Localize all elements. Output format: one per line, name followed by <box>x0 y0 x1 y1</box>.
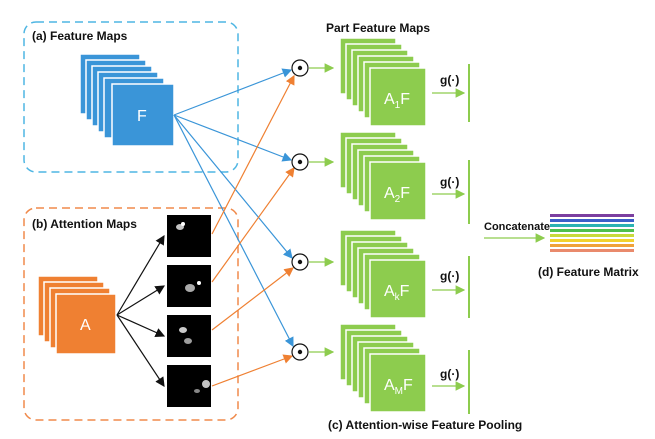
operator-3 <box>291 253 309 271</box>
pooling-label-2: g(·) <box>440 175 459 189</box>
feature-matrix-row-2 <box>550 219 634 222</box>
pooling-label-1: g(·) <box>440 73 459 87</box>
feature-map-letter: F <box>137 108 147 125</box>
svg-text:A1F: A1F <box>384 91 410 111</box>
pooling-4: g(·) <box>432 350 470 414</box>
part-feature-label-1-tail: F <box>400 91 410 108</box>
part-feature-label-4-tail: F <box>403 377 413 394</box>
part-feature-stack-2: A2F <box>339 131 427 221</box>
part-feature-label-3-tail: F <box>400 283 410 300</box>
part-arrows <box>309 63 335 357</box>
feature-matrix-row-7 <box>550 244 634 247</box>
part-feature-label-1-sub: 1 <box>395 100 401 111</box>
pooling-3: g(·) <box>432 256 470 318</box>
feature-maps-box <box>23 21 239 173</box>
pooling-label-3: g(·) <box>440 269 459 283</box>
part-feature-label-2-tail: F <box>400 185 410 202</box>
feature-maps-label: (a) Feature Maps <box>32 29 128 43</box>
part-feature-stack-1: A1F <box>339 37 427 127</box>
attention-thumbnail-3 <box>167 315 211 357</box>
feature-arrows <box>173 68 294 348</box>
part-feature-label-3-sub: k <box>395 292 401 303</box>
feature-matrix-row-8 <box>550 249 634 252</box>
part-feature-stack-4: AMF <box>339 323 427 413</box>
pooling-label-4: g(·) <box>440 367 459 381</box>
part-feature-maps-label: Part Feature Maps <box>326 21 430 35</box>
svg-text:AMF: AMF <box>384 377 413 397</box>
svg-text:AkF: AkF <box>384 283 410 303</box>
part-feature-label-2-main: A <box>384 185 395 202</box>
attention-maps-box <box>23 207 239 421</box>
operator-1 <box>291 59 309 77</box>
svg-text:A2F: A2F <box>384 185 410 205</box>
feature-matrix <box>550 214 634 252</box>
part-feature-label-4-main: A <box>384 377 395 394</box>
attention-maps-label: (b) Attention Maps <box>32 217 137 231</box>
part-feature-label-1-main: A <box>384 91 395 108</box>
attention-map-stack: A <box>37 275 117 355</box>
attention-arrows <box>211 74 295 387</box>
split-arrows <box>116 234 166 388</box>
attention-thumbnails <box>167 215 211 407</box>
operator-4 <box>291 343 309 361</box>
feature-matrix-row-1 <box>550 214 634 217</box>
part-feature-label-4-sub: M <box>395 386 403 397</box>
feature-matrix-row-5 <box>550 234 634 237</box>
pooling-1: g(·) <box>432 64 470 122</box>
attention-map-letter: A <box>80 317 91 334</box>
operator-2 <box>291 153 309 171</box>
pooling-2: g(·) <box>432 160 470 224</box>
part-feature-label-2-sub: 2 <box>395 194 401 205</box>
part-feature-stack-3: AkF <box>339 229 427 319</box>
feature-matrix-row-3 <box>550 224 634 227</box>
feature-matrix-row-6 <box>550 239 634 242</box>
attention-thumbnail-1 <box>167 215 211 257</box>
pooling-caption: (c) Attention-wise Feature Pooling <box>328 418 522 432</box>
feature-matrix-label: (d) Feature Matrix <box>538 265 639 279</box>
concatenate-label: Concatenate <box>484 221 550 233</box>
feature-matrix-row-4 <box>550 229 634 232</box>
part-feature-label-3-main: A <box>384 283 395 300</box>
feature-map-stack: F <box>79 53 175 147</box>
